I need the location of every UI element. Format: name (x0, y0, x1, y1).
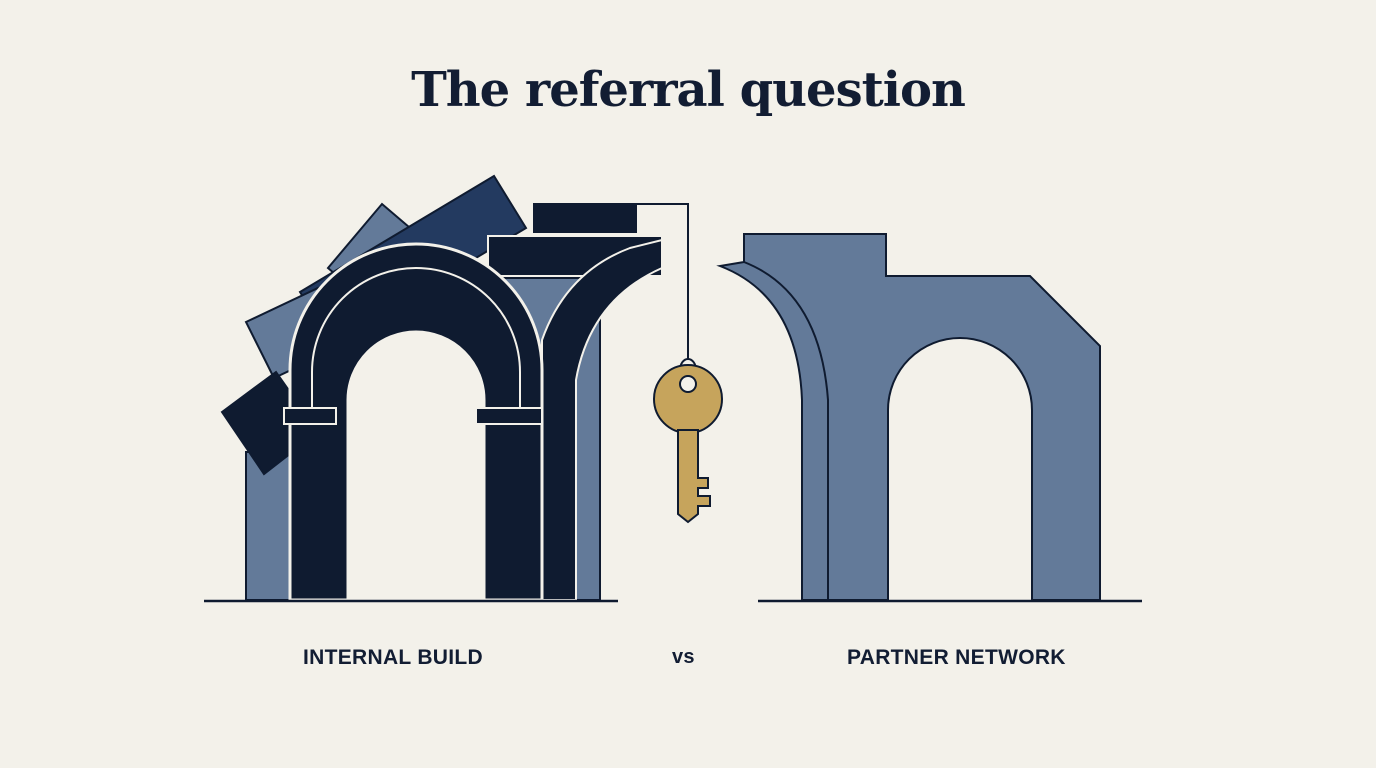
internal-build-arch-icon (220, 174, 663, 602)
page-title: The referral question (411, 62, 966, 118)
partner-network-label: PARTNER NETWORK (847, 646, 1066, 669)
versus-label: vs (672, 646, 695, 668)
internal-build-label: INTERNAL BUILD (303, 646, 483, 669)
key-icon (636, 203, 723, 524)
partner-network-arch-icon (716, 233, 1101, 601)
